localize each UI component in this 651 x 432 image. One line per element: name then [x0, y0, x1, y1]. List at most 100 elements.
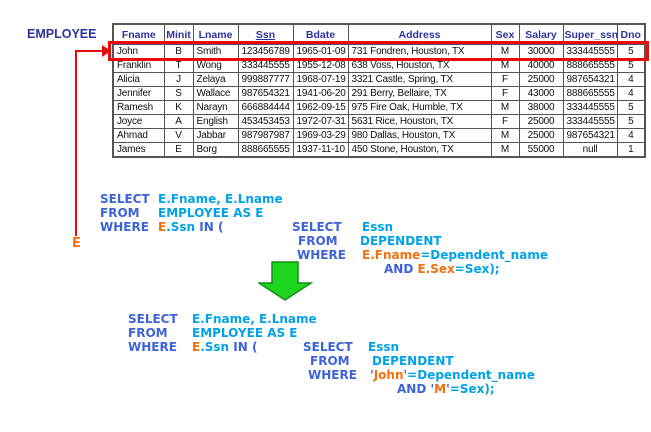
column-header-cell: Super_ssn [562, 23, 618, 45]
table-cell: 5 [616, 114, 646, 129]
table-cell: Franklin [112, 58, 165, 73]
table-cell: null [562, 142, 618, 158]
q2-sub-select-expression: Essn [368, 340, 400, 354]
q1-from-expression: EMPLOYEE AS E [158, 206, 264, 220]
table-cell: Alicia [112, 72, 165, 87]
table-cell: 987654321 [562, 72, 618, 87]
employee-table-label: EMPLOYEE [27, 27, 97, 41]
table-cell: 333445555 [237, 58, 294, 73]
table-cell: 453453453 [237, 114, 294, 129]
column-header-cell: Sex [490, 23, 520, 45]
q1-from-keyword: FROM [100, 206, 140, 220]
table-cell: S [163, 86, 194, 101]
q1-where-keyword: WHERE [100, 220, 149, 234]
table-cell: 888665555 [562, 86, 618, 101]
q1-sub-select-keyword: SELECT [292, 220, 342, 234]
table-cell: J [163, 72, 194, 87]
table-cell: K [163, 100, 194, 115]
table-cell: 1962-09-15 [292, 100, 349, 115]
table-cell: F [490, 114, 520, 129]
table-cell: 4 [616, 86, 646, 101]
q1-sub-where-condition: E.Fname=Dependent_name [362, 248, 548, 262]
q2-from-keyword: FROM [128, 326, 168, 340]
table-cell: Smith [192, 44, 239, 59]
table-cell: James [112, 142, 165, 158]
table-cell: F [490, 86, 520, 101]
table-cell: T [163, 58, 194, 73]
table-cell: 666884444 [237, 100, 294, 115]
q2-sub-where-condition: 'John'=Dependent_name [370, 368, 535, 382]
table-cell: 1968-07-19 [292, 72, 349, 87]
q1-sub-select-expression: Essn [362, 220, 394, 234]
table-cell: Wong [192, 58, 239, 73]
table-cell: B [163, 44, 194, 59]
table-cell: Joyce [112, 114, 165, 129]
table-cell: 55000 [518, 142, 564, 158]
q1-sub-and-condition: AND E.Sex=Sex); [384, 262, 500, 276]
table-cell: 450 Stone, Houston, TX [347, 142, 492, 158]
table-cell: 1969-03-29 [292, 128, 349, 143]
table-cell: 1955-12-08 [292, 58, 349, 73]
row-pointer-arrowhead-icon [102, 45, 111, 57]
table-cell: 999887777 [237, 72, 294, 87]
q2-from-expression: EMPLOYEE AS E [192, 326, 298, 340]
alias-label: E [72, 236, 81, 251]
table-cell: 4 [616, 72, 646, 87]
table-cell: Jennifer [112, 86, 165, 101]
q1-where-condition: E.Ssn IN ( [158, 220, 224, 234]
q2-sub-from-expression: DEPENDENT [372, 354, 454, 368]
table-cell: 638 Voss, Houston, TX [347, 58, 492, 73]
q2-select-keyword: SELECT [128, 312, 178, 326]
table-cell: 30000 [518, 44, 564, 59]
table-cell: 888665555 [237, 142, 294, 158]
table-cell: M [490, 100, 520, 115]
table-cell: 333445555 [562, 100, 618, 115]
table-cell: V [163, 128, 194, 143]
column-header-cell: Ssn [237, 23, 294, 45]
table-cell: Ahmad [112, 128, 165, 143]
table-cell: 975 Fire Oak, Humble, TX [347, 100, 492, 115]
table-cell: 987987987 [237, 128, 294, 143]
table-cell: 1937-11-10 [292, 142, 349, 158]
column-header-cell: Lname [192, 23, 239, 45]
table-cell: 1 [616, 142, 646, 158]
column-header-cell: Bdate [292, 23, 349, 45]
column-header-cell: Salary [518, 23, 564, 45]
table-cell: 333445555 [562, 114, 618, 129]
table-cell: 1972-07-31 [292, 114, 349, 129]
table-cell: E [163, 142, 194, 158]
table-cell: M [490, 142, 520, 158]
table-cell: 25000 [518, 114, 564, 129]
table-cell: English [192, 114, 239, 129]
q2-where-keyword: WHERE [128, 340, 177, 354]
q2-select-expression: E.Fname, E.Lname [192, 312, 317, 326]
q2-sub-select-keyword: SELECT [303, 340, 353, 354]
q1-sub-from-expression: DEPENDENT [360, 234, 442, 248]
column-header-cell: Dno [616, 23, 646, 45]
table-cell: M [490, 58, 520, 73]
column-header-cell: Address [347, 23, 492, 45]
table-cell: 40000 [518, 58, 564, 73]
table-cell: Jabbar [192, 128, 239, 143]
down-arrow-icon [258, 261, 314, 301]
table-cell: Borg [192, 142, 239, 158]
q2-where-condition: E.Ssn IN ( [192, 340, 258, 354]
q2-sub-and-condition: AND 'M'=Sex); [397, 382, 495, 396]
table-cell: Ramesh [112, 100, 165, 115]
row-pointer-line-vertical [75, 51, 77, 236]
table-cell: Zelaya [192, 72, 239, 87]
table-cell: Narayn [192, 100, 239, 115]
q2-sub-from-keyword: FROM [310, 354, 350, 368]
table-cell: F [490, 72, 520, 87]
table-cell: 980 Dallas, Houston, TX [347, 128, 492, 143]
q2-sub-where-keyword: WHERE [308, 368, 357, 382]
